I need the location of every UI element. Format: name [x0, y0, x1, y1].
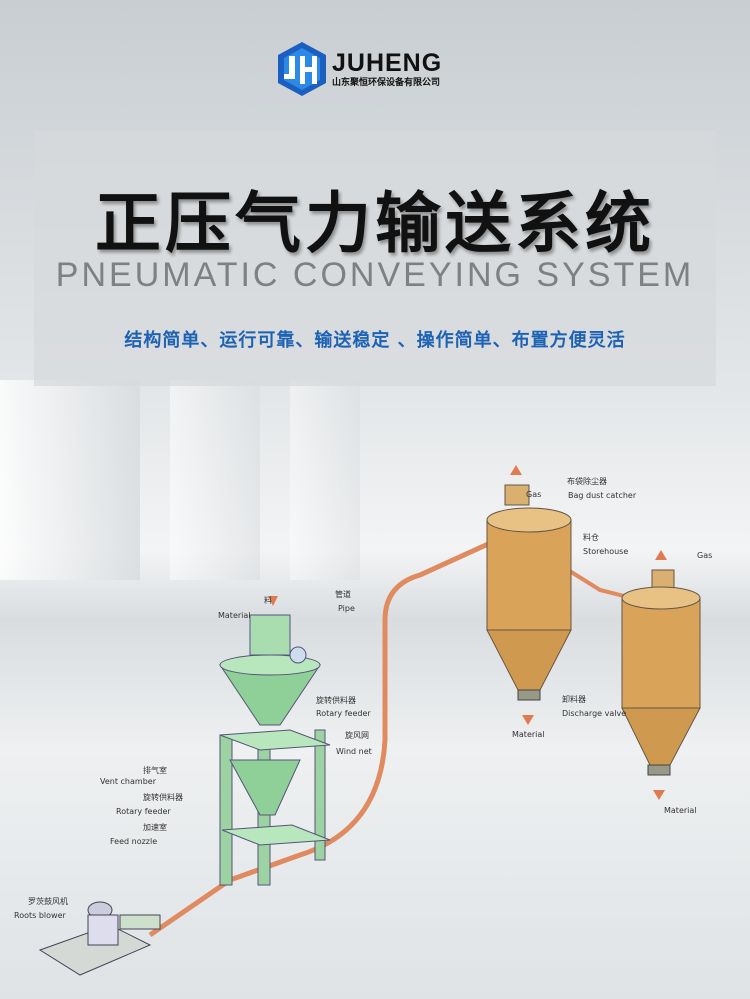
label-feed-nozzle: Feed nozzle [110, 837, 157, 846]
flow-arrows [268, 465, 667, 800]
label-discharge-valve: Discharge valve [562, 709, 626, 718]
conveying-pipe [148, 522, 532, 938]
storehouse-silo-2 [621, 569, 701, 776]
label-pipe-cn: 管道 [335, 589, 351, 599]
company-logo: JUHENG 山东聚恒环保设备有限公司 [276, 40, 442, 98]
label-rotary-feeder: Rotary feeder [116, 807, 171, 816]
label-vent-chamber: Vent chamber [100, 777, 157, 786]
label-material-in: Material [218, 611, 251, 620]
label-wind-net: Wind net [336, 747, 372, 756]
label-rotary-feeder-cn: 旋转供料器 [143, 792, 183, 802]
page-title: 正压气力输送系统 [95, 185, 655, 262]
storehouse-silo-1 [486, 484, 572, 701]
label-discharge-valve-cn: 卸料器 [562, 694, 586, 704]
label-bag-dust-catcher: Bag dust catcher [568, 491, 637, 500]
roots-blower [38, 901, 161, 976]
juheng-logo-icon [278, 42, 326, 96]
arch-decor [170, 380, 260, 580]
label-pipe: Pipe [338, 604, 355, 613]
conveying-system-diagram: 料 Material 管道 Pipe 旋转供料器 Rotary feeder 旋… [14, 465, 712, 976]
company-name: 山东聚恒环保设备有限公司 [332, 77, 441, 88]
slogan: 结构简单、运行可靠、输送稳定 、操作简单、布置方便灵活 [124, 330, 626, 351]
brand-name: JUHENG [332, 48, 443, 77]
title-panel: 正压气力输送系统 PNEUMATIC CONVEYING SYSTEM 结构简单… [34, 130, 716, 386]
label-gas-1: Gas [526, 490, 541, 499]
label-material-in-cn: 料 [264, 595, 272, 605]
label-rotary-feeder-top: Rotary feeder [316, 709, 371, 718]
label-gas-2: Gas [697, 551, 712, 560]
arch-decor [290, 380, 360, 580]
arch-decor [0, 380, 140, 580]
label-rotary-feeder-top-cn: 旋转供料器 [316, 695, 356, 705]
label-material-out-1: Material [512, 730, 545, 739]
label-roots-blower: Roots blower [14, 911, 66, 920]
label-storehouse: Storehouse [583, 547, 628, 556]
label-material-out-2: Material [664, 806, 697, 815]
label-roots-blower-cn: 罗茨鼓风机 [28, 896, 68, 906]
label-vent-chamber-cn: 排气室 [143, 765, 167, 775]
page-subtitle: PNEUMATIC CONVEYING SYSTEM [55, 256, 695, 294]
label-storehouse-cn: 料仓 [583, 532, 599, 542]
label-wind-net-cn: 旋风网 [345, 730, 369, 740]
label-bag-dust-catcher-cn: 布袋除尘器 [567, 476, 607, 486]
label-feed-nozzle-cn: 加速室 [143, 822, 167, 832]
feed-hopper [219, 614, 331, 886]
